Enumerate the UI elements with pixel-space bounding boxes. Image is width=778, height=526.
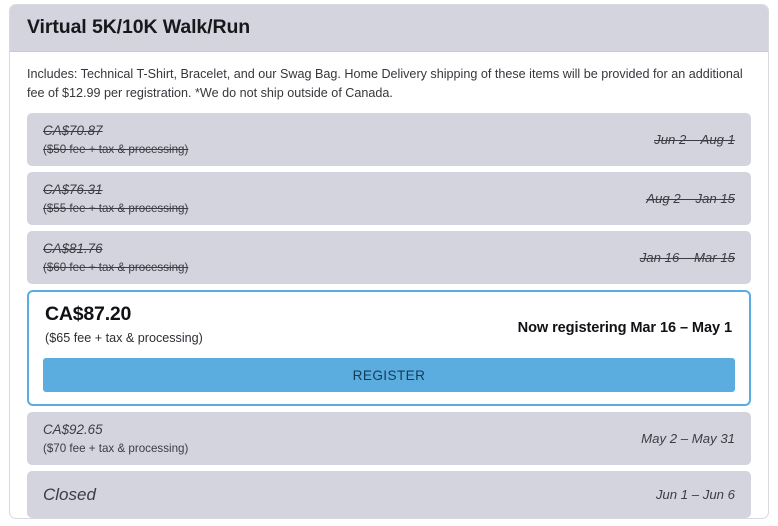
tier-fee-breakdown: ($65 fee + tax & processing) (45, 331, 203, 345)
tier-price-group: CA$87.20 ($65 fee + tax & processing) (43, 303, 203, 346)
tier-fee-breakdown: ($70 fee + tax & processing) (43, 441, 189, 455)
tier-price-group: CA$76.31 ($55 fee + tax & processing) (43, 182, 188, 216)
pricing-tier-list: CA$70.87 ($50 fee + tax & processing) Ju… (27, 113, 751, 518)
tier-price-group: CA$92.65 ($70 fee + tax & processing) (43, 422, 188, 456)
tier-date-range: Aug 2 – Jan 15 (646, 190, 735, 206)
card-body: Includes: Technical T-Shirt, Bracelet, a… (10, 52, 768, 518)
pricing-tier-row: CA$81.76 ($60 fee + tax & processing) Ja… (27, 231, 751, 284)
tier-price-group: Closed (43, 485, 96, 505)
tier-price: CA$81.76 (43, 240, 103, 256)
tier-price-group: CA$81.76 ($60 fee + tax & processing) (43, 241, 188, 275)
tier-date-range-status: Now registering Mar 16 – May 1 (517, 320, 732, 336)
pricing-tier-row: CA$70.87 ($50 fee + tax & processing) Ju… (27, 113, 751, 166)
tier-date-range: Jan 16 – Mar 15 (639, 249, 735, 265)
tier-price: CA$76.31 (43, 181, 103, 197)
pricing-tier-row-active[interactable]: CA$87.20 ($65 fee + tax & processing) No… (27, 290, 751, 406)
active-tier-summary: CA$87.20 ($65 fee + tax & processing) No… (43, 303, 735, 346)
tier-date-range: May 2 – May 31 (641, 430, 735, 446)
tier-price: CA$92.65 (43, 421, 103, 437)
pricing-tier-row: CA$92.65 ($70 fee + tax & processing) Ma… (27, 412, 751, 465)
page-title: Virtual 5K/10K Walk/Run (27, 16, 251, 39)
tier-status-label: Closed (43, 484, 96, 504)
tier-fee-breakdown: ($60 fee + tax & processing) (43, 260, 189, 274)
tier-price: CA$70.87 (43, 122, 103, 138)
tier-fee-breakdown: ($50 fee + tax & processing) (43, 142, 189, 156)
tier-date-range: Jun 2 – Aug 1 (654, 131, 735, 147)
tier-fee-breakdown: ($55 fee + tax & processing) (43, 201, 189, 215)
tier-date-range: Jun 1 – Jun 6 (655, 486, 735, 502)
pricing-tier-row: CA$76.31 ($55 fee + tax & processing) Au… (27, 172, 751, 225)
pricing-tier-row-closed: Closed Jun 1 – Jun 6 (27, 471, 751, 518)
event-pricing-card: Virtual 5K/10K Walk/Run Includes: Techni… (9, 4, 769, 519)
card-header: Virtual 5K/10K Walk/Run (10, 5, 768, 52)
register-button[interactable]: REGISTER (43, 358, 735, 392)
event-description: Includes: Technical T-Shirt, Bracelet, a… (27, 67, 743, 100)
tier-price: CA$87.20 (45, 303, 132, 325)
tier-price-group: CA$70.87 ($50 fee + tax & processing) (43, 123, 188, 157)
